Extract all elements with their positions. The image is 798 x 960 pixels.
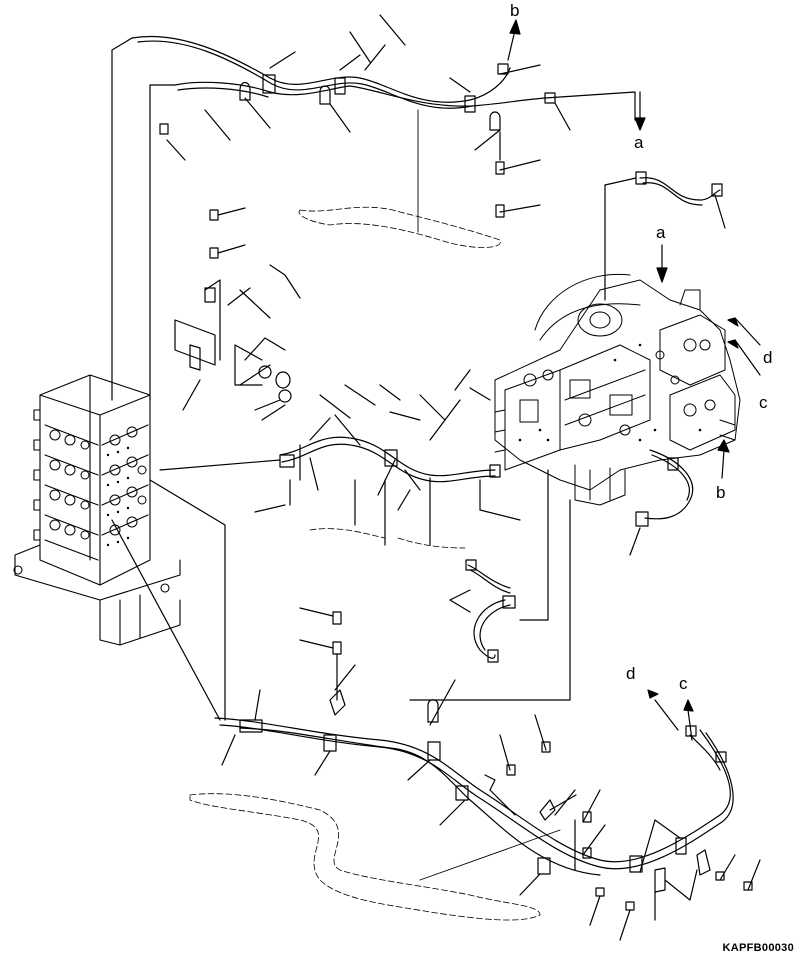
ref-letter-a-top: a — [634, 133, 644, 152]
ref-letter-d-bottom: d — [626, 664, 636, 683]
ref-letter-c-pump: c — [759, 393, 768, 412]
main-pump-assembly — [494, 273, 741, 506]
reference-arrows — [507, 19, 761, 741]
ref-letter-a-pump: a — [656, 223, 666, 242]
ref-letter-b-top: b — [510, 1, 520, 20]
control-valve — [13, 374, 181, 646]
top-hose-group — [111, 14, 636, 401]
ref-letter-c-bottom: c — [679, 674, 688, 693]
middle-hose-group — [159, 207, 521, 549]
drawing-code: KAPFB00030 — [722, 942, 794, 954]
lower-pump-hoses — [409, 449, 694, 701]
ref-letter-d-pump: d — [763, 348, 773, 367]
pump-suction-hose — [604, 171, 726, 301]
ref-letter-b-pump: b — [716, 483, 726, 502]
bottom-hose-group — [111, 479, 761, 941]
